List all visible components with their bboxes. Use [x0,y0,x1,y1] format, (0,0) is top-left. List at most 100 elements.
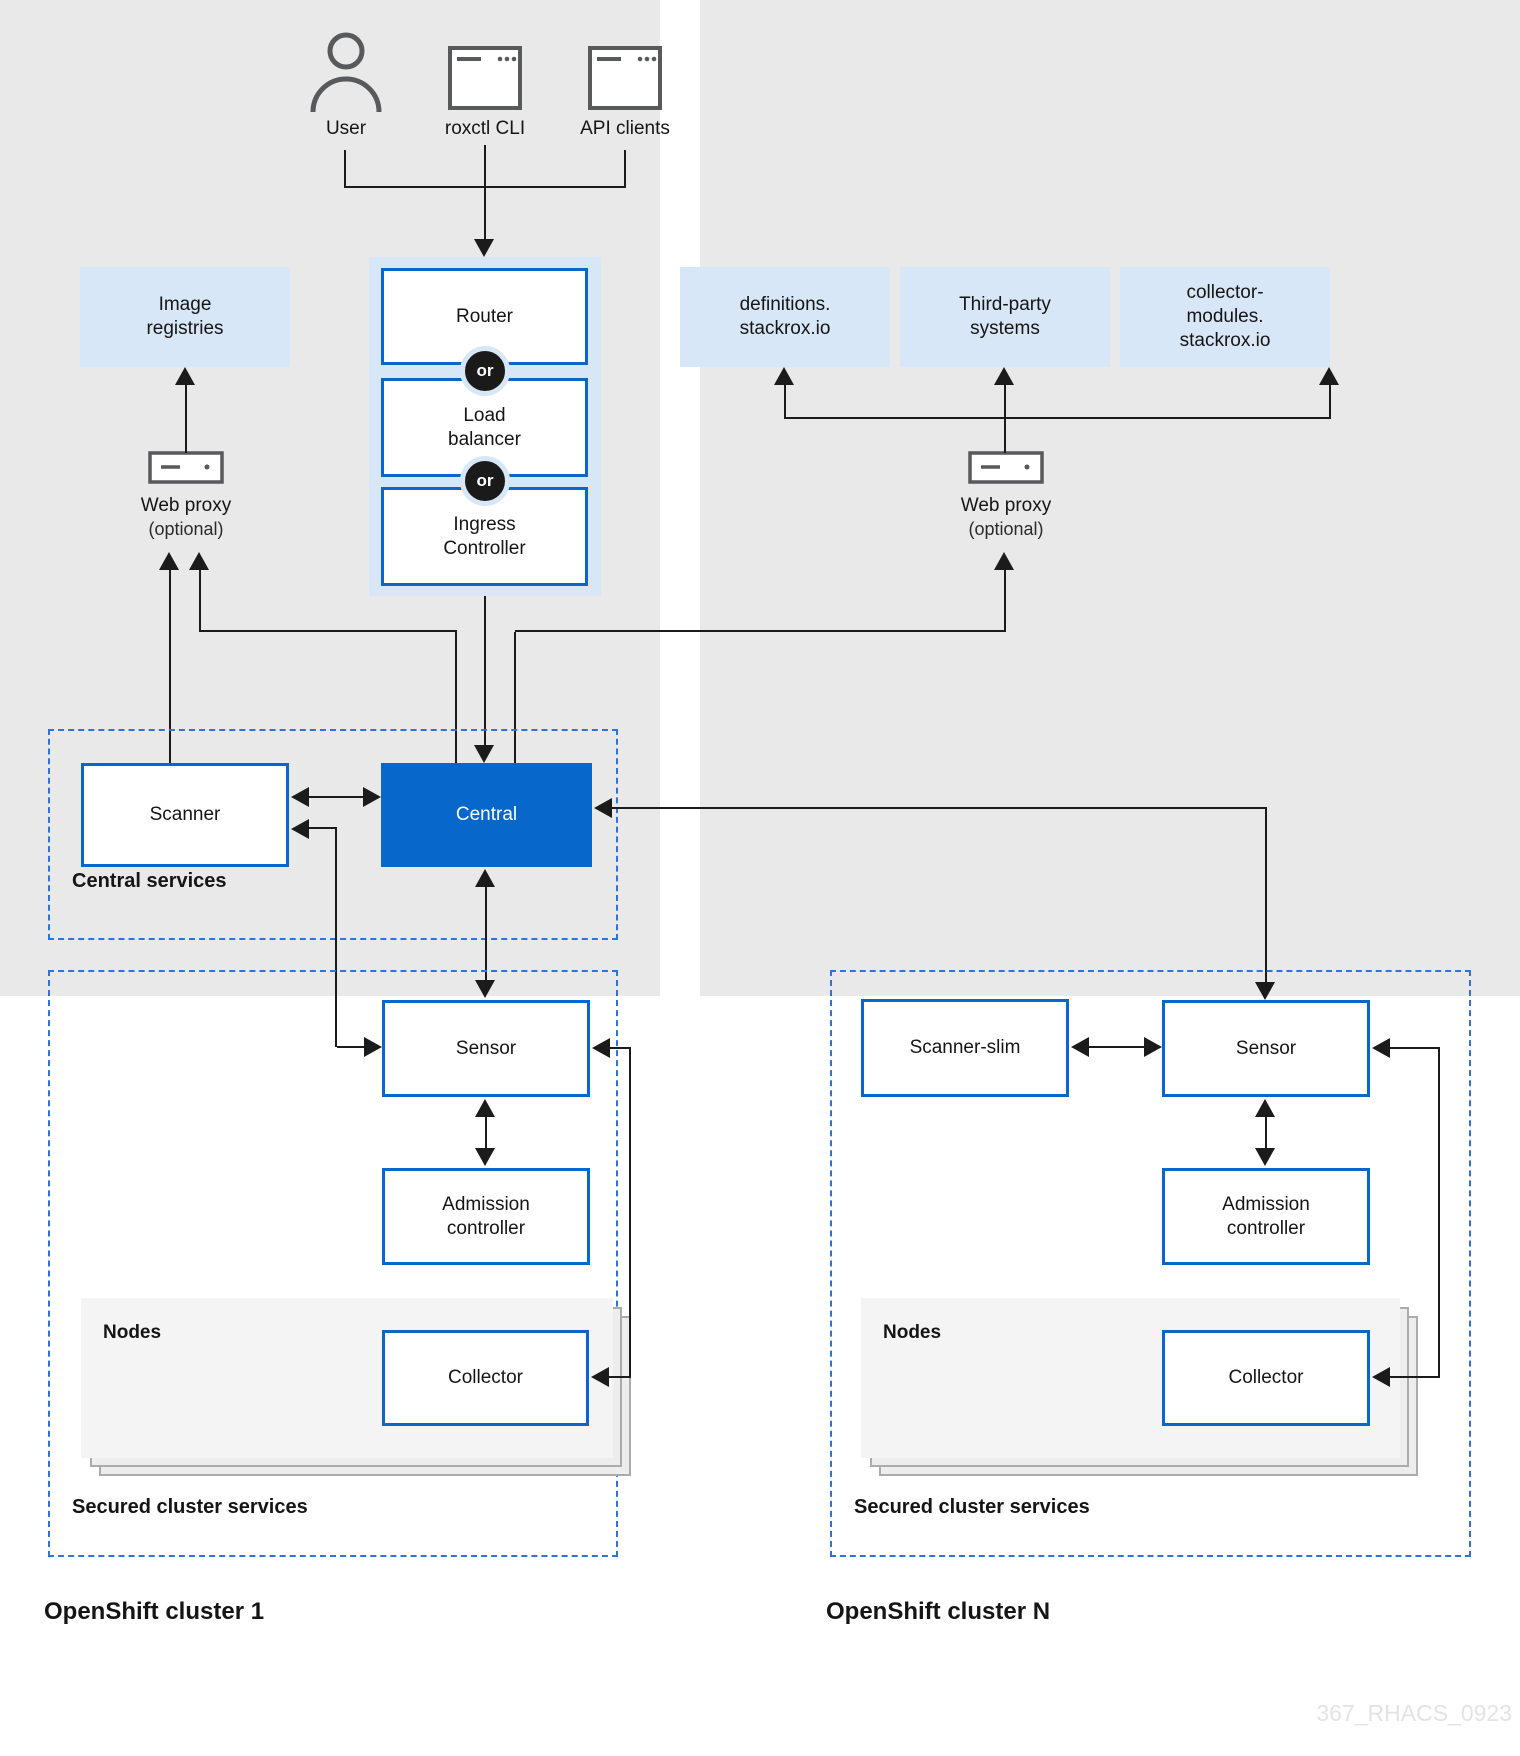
central-label: Central [455,804,518,826]
connector-line [1089,1046,1144,1048]
clusterN-panel [700,0,1520,996]
or-label: or [476,361,494,380]
connector-line [199,570,201,632]
connector-line [610,1047,631,1049]
central-services-group [48,729,618,940]
arrowhead-left [594,798,612,818]
definitions-stackrox-box: definitions. stackrox.io [680,267,890,367]
connector-line [1329,385,1331,418]
connector-line [1265,1117,1267,1148]
user-label: User [325,118,367,139]
arrowhead-up [175,367,195,385]
arrowhead-up [475,1099,495,1117]
roxctl-cli-label: roxctl CLI [444,118,526,139]
sensor1-label: Sensor [455,1037,517,1059]
arrowhead-left [592,1038,610,1058]
sensor1-box: Sensor [382,1000,590,1097]
secured-cluster1-label: Secured cluster services [72,1496,308,1518]
arrowhead-left [1372,1038,1390,1058]
collectorN-box: Collector [1162,1330,1370,1426]
connector-line [309,827,337,829]
arrowhead-up [774,367,794,385]
arrowhead-down [475,1148,495,1166]
connector-line [485,1117,487,1148]
router-box: Router [381,268,588,365]
connector-line [484,596,486,745]
collector-modules-box: collector- modules. stackrox.io [1120,267,1330,367]
arrowhead-up [994,552,1014,570]
connector-line [169,570,171,763]
arrowhead-right [1144,1037,1162,1057]
roxctl-cli-icon [448,46,522,110]
or-badge: or [460,346,510,396]
third-party-systems-label: Third-party systems [959,293,1051,339]
admission-controllerN-box: Admission controller [1162,1168,1370,1265]
watermark: 367_RHACS_0923 [1316,1700,1512,1726]
arrowhead-up [994,367,1014,385]
connector-line [1438,1047,1440,1378]
web-proxy-right-icon [968,451,1044,484]
scanner-label: Scanner [149,804,221,826]
connector-line [1004,570,1006,632]
scanner-slim-box: Scanner-slim [861,999,1069,1097]
connector-line [484,145,486,239]
image-registries-box: Image registries [80,267,290,367]
connector-line [1390,1047,1440,1049]
connector-line [784,385,786,418]
connector-line [455,632,457,763]
router-label: Router [455,305,514,327]
arrowhead-left [1372,1367,1390,1387]
connector-line [335,827,337,1047]
connector-line [609,1376,631,1378]
cluster1-title: OpenShift cluster 1 [44,1598,265,1625]
nodes1-label: Nodes [103,1322,162,1343]
connector-line [485,887,487,980]
connector-line [515,630,1006,632]
connector-line [1390,1376,1440,1378]
connector-line [1265,807,1267,982]
collector-modules-label: collector- modules. stackrox.io [1179,282,1271,351]
secured-clusterN-group [830,970,1471,1557]
arrowhead-up [1255,1099,1275,1117]
arrowhead-left [1071,1037,1089,1057]
arrowhead-left [291,819,309,839]
connector-line [784,417,1331,419]
connector-line [309,796,363,798]
web-proxy-left-icon [148,451,224,484]
user-icon [306,28,386,114]
sensorN-label: Sensor [1235,1037,1297,1059]
secured-clusterN-label: Secured cluster services [854,1496,1090,1518]
clusterN-title: OpenShift cluster N [826,1598,1051,1625]
definitions-stackrox-label: definitions. stackrox.io [739,293,831,339]
arrowhead-down [1255,982,1275,1000]
connector-line [629,1047,631,1378]
connector-line [200,630,457,632]
image-registries-label: Image registries [146,293,224,339]
central-services-label: Central services [72,870,227,892]
ingress-controller-label: Ingress Controller [443,513,526,559]
connector-line [185,385,187,453]
api-clients-icon [588,46,662,110]
arrowhead-left [291,787,309,807]
connector-line [337,1046,364,1048]
central-box: Central [381,763,592,867]
arrowhead-up [475,869,495,887]
web-proxy-right-optional: (optional) [968,519,1044,539]
connector-line [1004,385,1006,453]
third-party-systems-box: Third-party systems [900,267,1110,367]
admission-controller1-label: Admission controller [442,1193,530,1239]
secured-cluster1-group [48,970,618,1557]
connector-line [344,186,626,188]
load-balancer-label: Load balancer [448,404,521,450]
collector1-label: Collector [448,1367,523,1389]
collectorN-label: Collector [1228,1367,1304,1389]
admission-controllerN-label: Admission controller [1222,1193,1310,1239]
arrowhead-down [474,745,494,763]
scanner-slim-label: Scanner-slim [909,1037,1021,1059]
connector-line [344,150,346,188]
or-badge: or [460,456,510,506]
arrowhead-up [159,552,179,570]
arrowhead-up [1319,367,1339,385]
sensorN-box: Sensor [1162,1000,1370,1097]
